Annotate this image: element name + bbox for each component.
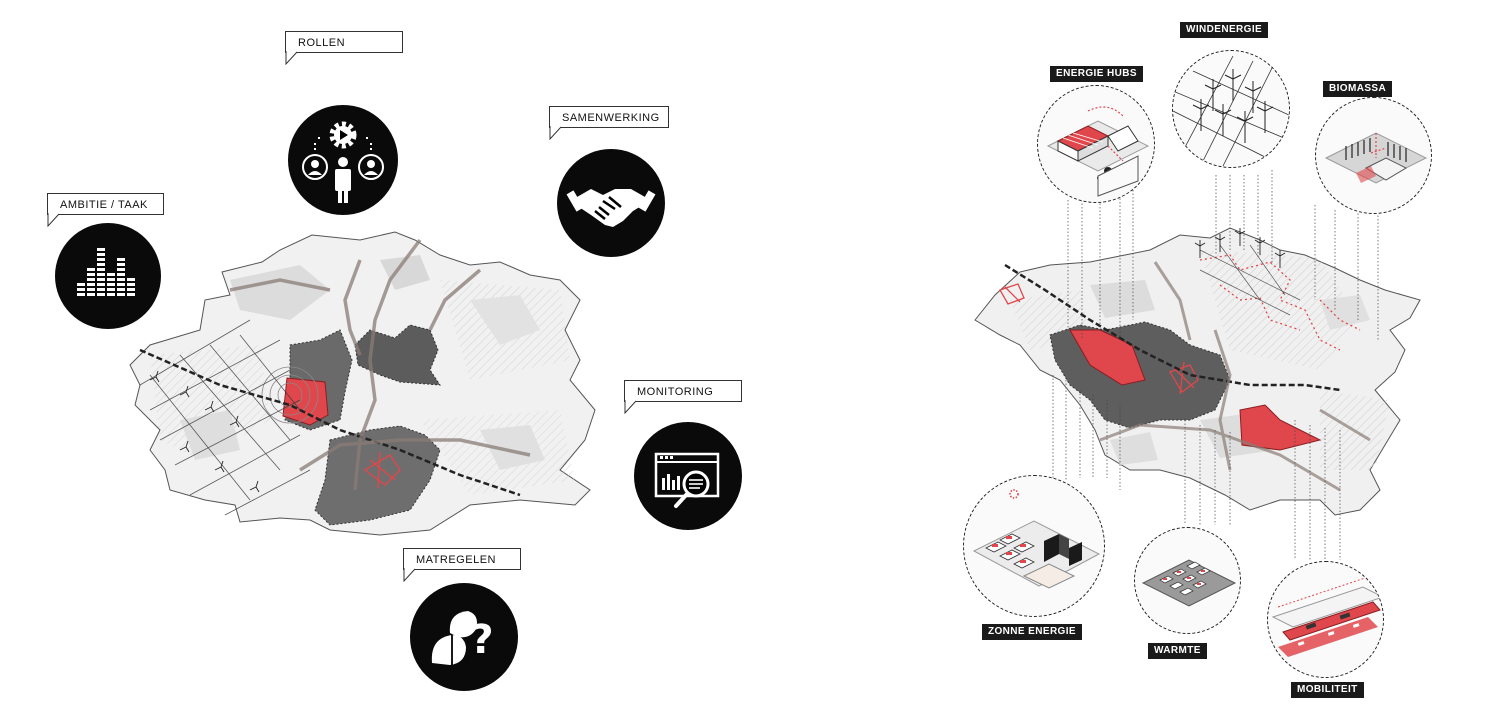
right-map-panel: ENERGIE HUBS WINDENERGIE [760, 0, 1500, 723]
warmte-detail [1134, 527, 1241, 634]
tag-warmte: WARMTE [1148, 643, 1207, 659]
tag-energie-hubs: ENERGIE HUBS [1050, 66, 1143, 82]
tag-mobiliteit: MOBILITEIT [1291, 682, 1364, 698]
tag-zonne-energie: ZONNE ENERGIE [982, 624, 1082, 640]
zonne-energie-detail [963, 475, 1105, 617]
svg-text:?: ? [470, 617, 493, 663]
callout-ambitie-taak: AMBITIE / TAAK [47, 193, 164, 227]
tag-biomassa-label: BIOMASSA [1329, 83, 1387, 94]
left-city-map [129, 231, 596, 536]
right-energy-map [974, 170, 1421, 560]
energie-hubs-detail [1037, 85, 1155, 203]
mobiliteit-detail [1267, 561, 1384, 678]
callout-matregelen-label: MATREGELEN [416, 554, 496, 566]
tag-energie-hubs-label: ENERGIE HUBS [1056, 68, 1137, 79]
callout-samenwerking: SAMENWERKING [549, 106, 669, 140]
windenergie-detail [1172, 50, 1290, 168]
callout-rollen: ROLLEN [285, 31, 403, 65]
urban-area-south [314, 425, 441, 526]
tag-mobiliteit-label: MOBILITEIT [1297, 684, 1358, 695]
handshake-icon [557, 149, 665, 257]
roles-gear-people-icon [288, 105, 398, 215]
callout-rollen-label: ROLLEN [298, 37, 346, 49]
biomassa-detail [1315, 97, 1432, 214]
left-map-panel: ROLLEN SAMENWERKING [47, 31, 742, 691]
monitor-magnifier-icon [634, 422, 742, 530]
callout-monitoring: MONITORING [624, 380, 742, 414]
leaf-question-icon: ? [410, 583, 518, 691]
tag-zonne-energie-label: ZONNE ENERGIE [988, 626, 1076, 637]
tag-biomassa: BIOMASSA [1323, 81, 1393, 97]
bar-equalizer-icon [55, 223, 161, 329]
tag-windenergie: WINDENERGIE [1180, 22, 1269, 38]
callout-matregelen: MATREGELEN [403, 548, 521, 582]
tag-warmte-label: WARMTE [1154, 645, 1201, 656]
tag-windenergie-label: WINDENERGIE [1186, 24, 1263, 35]
callout-ambitie-label: AMBITIE / TAAK [60, 199, 148, 211]
callout-monitoring-label: MONITORING [637, 386, 714, 398]
callout-samenwerking-label: SAMENWERKING [562, 112, 660, 124]
red-zone-east [1239, 404, 1322, 451]
urban-area-north [354, 324, 441, 386]
